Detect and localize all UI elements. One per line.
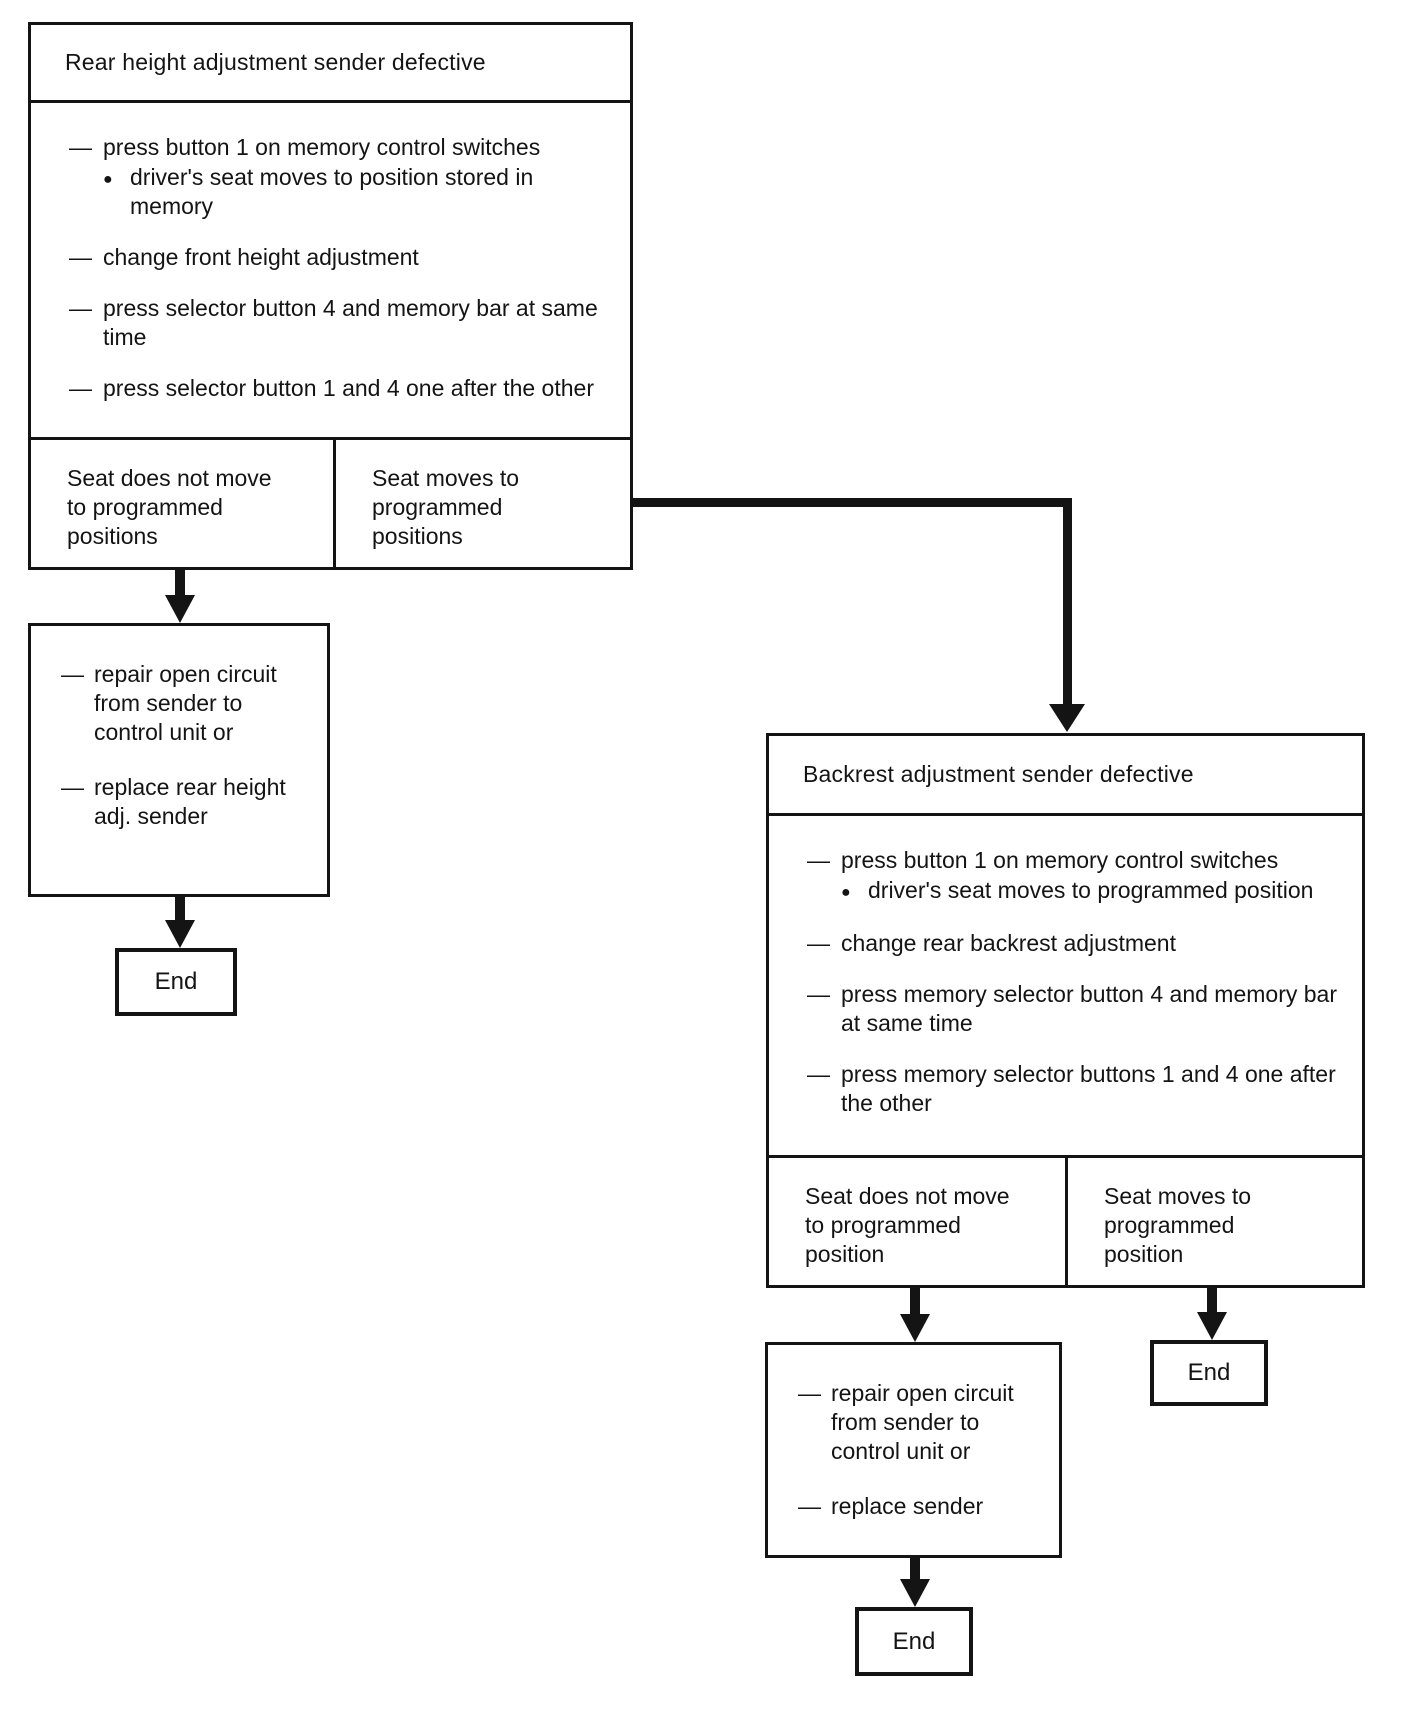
repair-item: — repair open circuit from sender to con… — [61, 660, 319, 747]
step-item: — change front height adjustment — [69, 243, 616, 272]
end-box-backrest-no: End — [855, 1607, 973, 1676]
repair-item-text: replace rear height adj. sender — [94, 774, 286, 829]
rear-height-sender-box: Rear height adjustment sender defective … — [28, 22, 633, 570]
arrowhead-icon — [165, 595, 195, 623]
procedure-steps: — press button 1 on memory control switc… — [769, 816, 1362, 1155]
step-item: — press selector button 4 and memory bar… — [69, 294, 616, 352]
arrow-down — [175, 570, 185, 596]
rear-repair-box: — repair open circuit from sender to con… — [28, 623, 330, 897]
substep-item: ● driver's seat moves to programmed posi… — [841, 876, 1348, 907]
step-item: — press memory selector buttons 1 and 4 … — [807, 1060, 1348, 1118]
outcome-yes-cell: Seat moves to programmed position — [1068, 1158, 1362, 1285]
step-text: press memory selector buttons 1 and 4 on… — [841, 1061, 1336, 1116]
end-box-rear: End — [115, 948, 237, 1016]
outcome-row: Seat does not move to programmed positio… — [31, 437, 630, 567]
step-text: press memory selector button 4 and memor… — [841, 981, 1337, 1036]
backrest-sender-box: Backrest adjustment sender defective — p… — [766, 733, 1365, 1288]
outcome-no-cell: Seat does not move to programmed positio… — [769, 1158, 1068, 1285]
outcome-row: Seat does not move to programmed positio… — [769, 1155, 1362, 1285]
end-box-backrest-yes: End — [1150, 1340, 1268, 1406]
dash-glyph: — — [807, 981, 830, 1007]
box-title: Rear height adjustment sender defective — [31, 25, 630, 103]
dash-glyph: — — [798, 1493, 821, 1519]
outcome-no-text: Seat does not move to programmed positio… — [805, 1183, 1010, 1267]
outcome-no-cell: Seat does not move to programmed positio… — [31, 440, 336, 567]
repair-item: — replace sender — [798, 1492, 1051, 1521]
substep-item: ● driver's seat moves to position stored… — [103, 163, 616, 221]
outcome-yes-text: Seat moves to programmed positions — [372, 465, 520, 549]
arrow-down — [175, 895, 185, 921]
step-text: press selector button 1 and 4 one after … — [103, 375, 594, 401]
step-text: change rear backrest adjustment — [841, 930, 1176, 956]
arrow-down — [910, 1286, 920, 1315]
dash-glyph: — — [798, 1380, 821, 1406]
step-item: — change rear backrest adjustment — [807, 929, 1348, 958]
dash-glyph: — — [807, 847, 830, 873]
bullet-glyph: ● — [841, 884, 851, 901]
end-label: End — [1187, 1359, 1231, 1386]
step-item: — press button 1 on memory control switc… — [69, 133, 616, 221]
step-text: change front height adjustment — [103, 244, 419, 270]
dash-glyph: — — [69, 244, 92, 270]
bullet-glyph: ● — [103, 171, 113, 188]
step-text: press button 1 on memory control switche… — [103, 133, 616, 221]
arrowhead-icon — [1197, 1312, 1227, 1340]
dash-glyph: — — [807, 930, 830, 956]
backrest-repair-box: — repair open circuit from sender to con… — [765, 1342, 1062, 1558]
repair-item: — repair open circuit from sender to con… — [798, 1379, 1051, 1466]
repair-item: — replace rear height adj. sender — [61, 773, 319, 831]
step-text: press button 1 on memory control switche… — [841, 846, 1348, 907]
dash-glyph: — — [69, 375, 92, 401]
dash-glyph: — — [61, 774, 84, 800]
arrow-down — [1207, 1286, 1217, 1313]
arrowhead-icon — [1049, 704, 1085, 732]
outcome-no-text: Seat does not move to programmed positio… — [67, 465, 272, 549]
end-label: End — [154, 968, 198, 995]
arrowhead-icon — [900, 1579, 930, 1607]
connector-line-vertical — [1063, 498, 1072, 706]
dash-glyph: — — [69, 295, 92, 321]
substep-text: driver's seat moves to programmed positi… — [868, 877, 1314, 903]
outcome-yes-text: Seat moves to programmed position — [1104, 1183, 1252, 1267]
repair-item-text: replace sender — [831, 1493, 984, 1519]
arrowhead-icon — [165, 920, 195, 948]
repair-item-text: repair open circuit from sender to contr… — [94, 661, 277, 745]
step-text: press selector button 4 and memory bar a… — [103, 295, 598, 350]
step-item: — press button 1 on memory control switc… — [807, 846, 1348, 907]
dash-glyph: — — [69, 134, 92, 160]
arrow-down — [910, 1556, 920, 1580]
dash-glyph: — — [807, 1061, 830, 1087]
dash-glyph: — — [61, 661, 84, 687]
connector-line-horizontal — [631, 498, 1072, 507]
end-label: End — [892, 1627, 936, 1655]
arrowhead-icon — [900, 1314, 930, 1342]
step-item: — press selector button 1 and 4 one afte… — [69, 374, 616, 403]
repair-item-text: repair open circuit from sender to contr… — [831, 1380, 1014, 1464]
procedure-steps: — press button 1 on memory control switc… — [31, 103, 630, 437]
outcome-yes-cell: Seat moves to programmed positions — [336, 440, 630, 567]
substep-text: driver's seat moves to position stored i… — [130, 164, 534, 219]
step-item: — press memory selector button 4 and mem… — [807, 980, 1348, 1038]
box-title: Backrest adjustment sender defective — [769, 736, 1362, 816]
